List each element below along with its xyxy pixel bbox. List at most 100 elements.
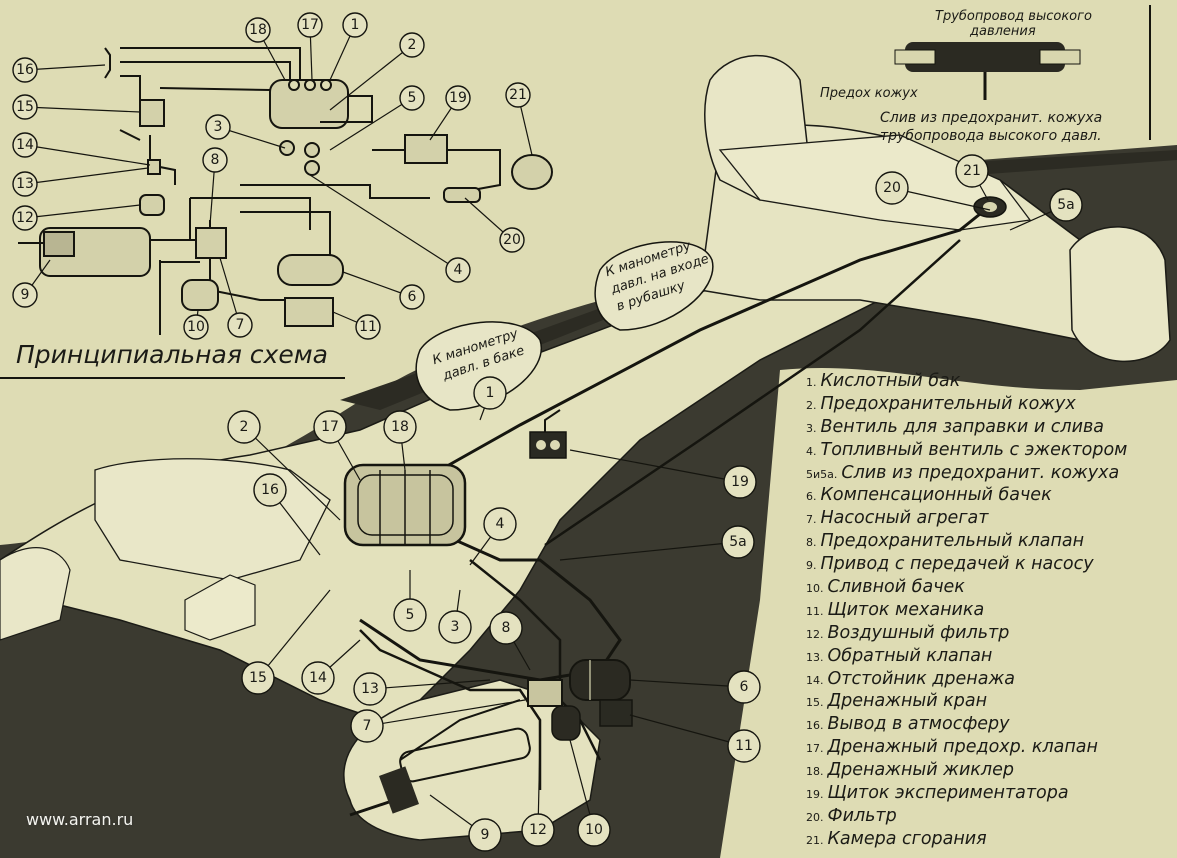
plane-label-number: 18 bbox=[391, 419, 409, 435]
pipe-main-long-2 bbox=[544, 239, 961, 547]
legend-item: 17.Дренажный предохр. клапан bbox=[806, 736, 1176, 759]
schema-label-circle bbox=[297, 12, 323, 38]
plane-label-circle bbox=[1049, 188, 1083, 222]
inset-high-pressure-line2: давления bbox=[969, 24, 1036, 39]
pump-unit-plane bbox=[527, 679, 563, 707]
legend-item-number: 6. bbox=[806, 490, 817, 504]
legend-item-number: 19. bbox=[806, 788, 824, 802]
plane-label-number: 2 bbox=[240, 419, 249, 435]
schema-label-circle bbox=[12, 94, 38, 120]
schema-label-number: 14 bbox=[16, 137, 34, 153]
legend-item-text: Слив из предохранит. кожуха bbox=[841, 462, 1120, 483]
legend-item: 13.Обратный клапан bbox=[806, 645, 1176, 668]
experimenter-panel-plane bbox=[529, 431, 567, 459]
legend-item-number: 9. bbox=[806, 559, 817, 573]
plane-label-circle bbox=[350, 709, 384, 743]
schema-label-circle bbox=[399, 284, 425, 310]
plane-label-circle bbox=[875, 171, 909, 205]
plane-label-number: 5a bbox=[1057, 197, 1075, 213]
legend-item-text: Обратный клапан bbox=[827, 645, 993, 666]
legend-item: 20.Фильтр bbox=[806, 805, 1176, 828]
plane-label-number: 6 bbox=[740, 679, 749, 695]
schema-label-number: 17 bbox=[301, 17, 319, 33]
schema-label-leader-line bbox=[24, 106, 141, 113]
legend-item: 21.Камера сгорания bbox=[806, 828, 1176, 851]
legend-item-text: Привод с передачей к насосу bbox=[820, 554, 1094, 575]
legend-item-number: 4. bbox=[806, 444, 817, 458]
plane-label-circle bbox=[353, 672, 387, 706]
plane-label-number: 4 bbox=[496, 516, 505, 532]
plane-label-circle bbox=[727, 729, 761, 763]
plane-label-leader-line bbox=[257, 589, 331, 679]
plane-label-number: 16 bbox=[261, 482, 279, 498]
legend-item-number: 15. bbox=[806, 696, 824, 710]
legend-item: 8.Предохранительный клапан bbox=[806, 530, 1176, 553]
schema-label-circle bbox=[445, 85, 471, 111]
legend-item-text: Камера сгорания bbox=[827, 828, 987, 849]
legend-item-text: Дренажный кран bbox=[827, 691, 988, 712]
schema-label-number: 2 bbox=[408, 37, 417, 53]
jacket-pressure-bubble bbox=[594, 241, 714, 331]
tank-pressure-bubble bbox=[415, 321, 543, 411]
legend-item-number: 18. bbox=[806, 765, 824, 779]
schema-label-number: 4 bbox=[454, 262, 463, 278]
schema-label-circle bbox=[445, 257, 471, 283]
engine-cowling bbox=[0, 547, 71, 641]
plane-label-number: 15 bbox=[249, 670, 267, 686]
legend-item-number: 12. bbox=[806, 627, 824, 641]
legend-item-number: 11. bbox=[806, 604, 824, 618]
inset-pipe-diagram bbox=[894, 5, 1151, 140]
schema-label-circle bbox=[227, 312, 253, 338]
legend-item-text: Щиток механика bbox=[827, 599, 985, 620]
schema-label-number: 13 bbox=[16, 176, 34, 192]
plane-label-number: 11 bbox=[735, 738, 753, 754]
schema-label-number: 9 bbox=[21, 287, 30, 303]
schema-label-circle bbox=[399, 85, 425, 111]
legend-item: 19.Щиток экспериментатора bbox=[806, 782, 1176, 805]
schema-label-circle bbox=[12, 57, 38, 83]
plane-label-leader-line bbox=[891, 187, 991, 211]
plane-label-circle bbox=[301, 661, 335, 695]
legend-item-text: Предохранительный кожух bbox=[820, 393, 1076, 414]
inset-shroud-label: Предох кожух bbox=[820, 86, 918, 101]
plane-label-circle bbox=[383, 410, 417, 444]
plane-label-circle bbox=[577, 813, 611, 847]
schema-label-circle bbox=[342, 12, 368, 38]
schema-label-leader-line bbox=[309, 174, 459, 271]
legend-item: 12.Воздушный фильтр bbox=[806, 622, 1176, 645]
legend-item-number: 20. bbox=[806, 810, 824, 824]
plane-label-circle bbox=[473, 376, 507, 410]
schema-label-number: 7 bbox=[236, 317, 245, 333]
schema-label-circle bbox=[12, 282, 38, 308]
gauge-plane-1 bbox=[536, 440, 546, 450]
legend-item-number: 8. bbox=[806, 536, 817, 550]
plane-label-number: 12 bbox=[529, 822, 547, 838]
schema-label-number: 3 bbox=[214, 119, 223, 135]
legend-item-text: Вывод в атмосферу bbox=[827, 714, 1010, 735]
plane-label-number: 5a bbox=[729, 534, 747, 550]
legend-item-number: 7. bbox=[806, 513, 817, 527]
schema-label-number: 19 bbox=[449, 90, 467, 106]
plane-label-number: 20 bbox=[883, 180, 901, 196]
acid-tank-plane bbox=[343, 463, 467, 547]
plane-label-circle bbox=[955, 154, 989, 188]
legend-item-text: Предохранительный клапан bbox=[820, 531, 1085, 552]
plane-label-number: 1 bbox=[486, 385, 495, 401]
schema-label-number: 12 bbox=[16, 210, 34, 226]
legend-item-number: 14. bbox=[806, 673, 824, 687]
legend-item-text: Вентиль для заправки и слива bbox=[820, 416, 1105, 437]
plane-label-number: 21 bbox=[963, 163, 981, 179]
schema-label-number: 15 bbox=[16, 99, 34, 115]
legend-item-number: 2. bbox=[806, 398, 817, 412]
plane-label-leader-line bbox=[629, 679, 745, 688]
legend-item-text: Кислотный бак bbox=[820, 371, 961, 391]
inset-drain-line2: трубопровода высокого давл. bbox=[880, 128, 1102, 144]
schema-drawing bbox=[18, 47, 553, 335]
legend-item-text: Отстойник дренажа bbox=[827, 668, 1015, 689]
plane-label-leader-line bbox=[369, 679, 491, 690]
wing-box bbox=[184, 574, 256, 641]
legend-item-text: Сливной бачек bbox=[827, 577, 965, 598]
drive-shaft-plane bbox=[349, 727, 531, 817]
schema-label-number: 16 bbox=[16, 62, 34, 78]
plane-label-leader-line bbox=[243, 426, 341, 521]
